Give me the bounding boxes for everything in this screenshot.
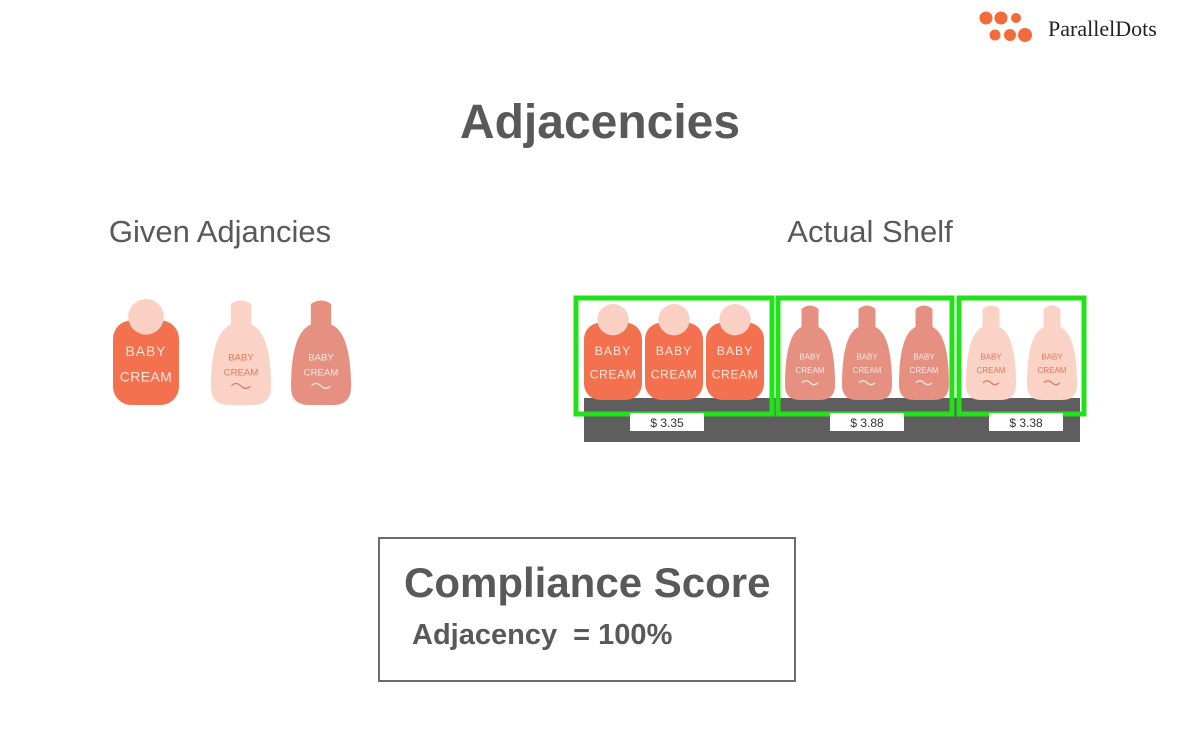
bottle-label-line2: CREAM [224, 367, 259, 378]
price-tag [830, 413, 904, 431]
baby-cream-bottle: BABY CREAM [785, 305, 835, 400]
bottle-swirl-icon [310, 382, 332, 389]
price-tag [630, 413, 704, 431]
actual-shelf-heading: Actual Shelf [787, 214, 953, 249]
baby-cream-bottle: BABY CREAM [291, 300, 351, 405]
bottle-label-line1: BABY [717, 344, 753, 358]
paralleldots-logo-icon [979, 11, 1032, 42]
baby-cream-bottle: BABY CREAM [706, 304, 764, 400]
bottle-label-line2: CREAM [712, 367, 758, 381]
bottle-label-line1: BABY [1041, 353, 1063, 362]
given-products: BABY CREAM BABY CREAM BABY CREAM [113, 299, 351, 405]
shelf-group: BABY CREAM BABY CREAM $ 3.38 [956, 295, 1087, 431]
price-tag-label: $ 3.35 [650, 416, 684, 430]
bottle-label-line2: CREAM [796, 366, 825, 375]
bottle-swirl-icon [915, 380, 933, 386]
bottle-label-line1: BABY [308, 352, 334, 363]
price-tag-label: $ 3.38 [1009, 416, 1043, 430]
bottle-label-line2: CREAM [120, 368, 173, 384]
actual-shelf: BABY CREAM BABY CREAM BABY CREAM $ 3.35 BABY CRE… [573, 295, 1087, 442]
bottle-label-line1: BABY [595, 344, 631, 358]
bottle-label-line2: CREAM [910, 366, 939, 375]
bottle-swirl-icon [801, 380, 819, 386]
baby-cream-bottle: BABY CREAM [899, 305, 949, 400]
bottle-label-line2: CREAM [651, 367, 697, 381]
brand-name: ParallelDots [1048, 16, 1157, 41]
bottle-swirl-icon [230, 382, 252, 389]
bottle-label-line1: BABY [656, 344, 692, 358]
baby-cream-bottle: BABY CREAM [211, 300, 271, 405]
given-adjacencies-heading: Given Adjancies [108, 214, 332, 249]
bottle-label-line2: CREAM [1038, 366, 1067, 375]
bottle-label-line1: BABY [980, 353, 1002, 362]
bottle-label-line2: CREAM [977, 366, 1006, 375]
bottle-swirl-icon [1043, 380, 1061, 386]
price-tag [989, 413, 1063, 431]
price-tag-label: $ 3.88 [850, 416, 884, 430]
bottle-label-line2: CREAM [590, 367, 636, 381]
bottle-swirl-icon [982, 380, 1000, 386]
bottle-swirl-icon [858, 380, 876, 386]
bottle-label-line1: BABY [126, 343, 167, 359]
baby-cream-bottle: BABY CREAM [584, 304, 642, 400]
bottle-label-line1: BABY [913, 353, 935, 362]
bottle-label-line2: CREAM [304, 367, 339, 378]
baby-cream-bottle: BABY CREAM [842, 305, 892, 400]
page-title: Adjacencies [459, 96, 741, 149]
baby-cream-bottle: BABY CREAM [645, 304, 703, 400]
adjacency-score: Adjacency = 100% [412, 619, 673, 651]
baby-cream-bottle: BABY CREAM [966, 305, 1016, 400]
baby-cream-bottle: BABY CREAM [113, 299, 179, 405]
brand-logo: ParallelDots [978, 10, 1188, 46]
compliance-score-title: Compliance Score [404, 559, 771, 606]
bottle-label-line1: BABY [228, 352, 254, 363]
compliance-score-box: Compliance Score Adjacency = 100% [378, 537, 796, 682]
shelf-group: BABY CREAM BABY CREAM BABY CREAM $ 3.35 [573, 295, 775, 431]
bottle-label-line2: CREAM [853, 366, 882, 375]
bottle-label-line1: BABY [799, 353, 821, 362]
baby-cream-bottle: BABY CREAM [1027, 305, 1077, 400]
bottle-label-line1: BABY [856, 353, 878, 362]
shelf-group: BABY CREAM BABY CREAM BABY CREAM $ 3.88 [775, 295, 955, 431]
